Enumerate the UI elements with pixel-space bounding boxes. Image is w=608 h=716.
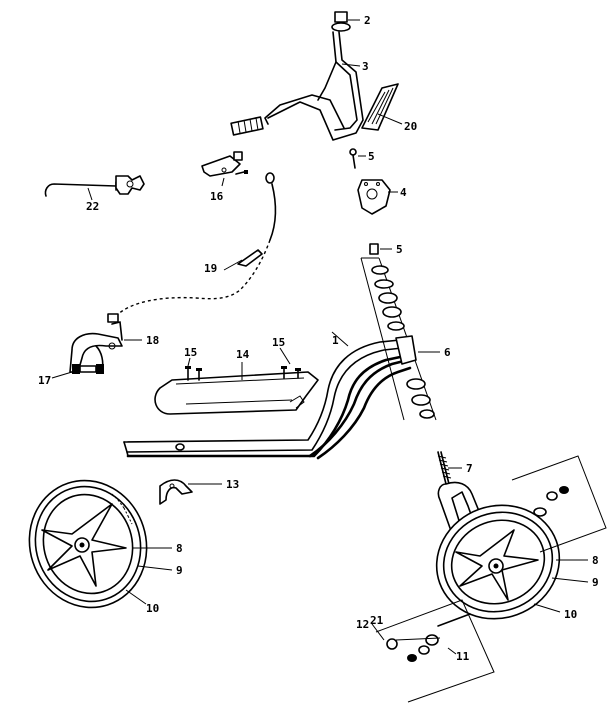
part-18-brake-caliper	[69, 313, 142, 373]
callout-6: 6	[444, 346, 451, 359]
part-1-frame	[123, 331, 417, 460]
callout-19: 19	[204, 262, 217, 275]
part-5-bolt-upper	[349, 148, 366, 169]
callout-15-right: 15	[272, 336, 285, 349]
part-5-bolt-lower	[369, 243, 392, 255]
callout-15-left: 15	[184, 346, 197, 359]
callout-20: 20	[404, 120, 417, 133]
callout-12: 12	[356, 618, 369, 631]
part-22-wrench	[44, 175, 145, 201]
rear-wheel	[28, 479, 173, 609]
part-2-top-cap	[331, 11, 360, 32]
callout-9-rear: 9	[176, 564, 183, 577]
front-axle-kit-lower	[371, 599, 495, 703]
callout-8-rear: 8	[176, 542, 183, 555]
callout-22: 22	[86, 200, 99, 213]
callout-14: 14	[236, 348, 250, 361]
callout-13: 13	[226, 478, 239, 491]
callout-1: 1	[332, 334, 339, 347]
callout-18: 18	[146, 334, 159, 347]
callout-21: 21	[370, 614, 384, 627]
callout-10-front: 10	[564, 608, 577, 621]
part-16-brake-lever	[201, 151, 248, 187]
part-13-bracket	[159, 479, 222, 505]
callout-11: 11	[456, 650, 470, 663]
callout-16: 16	[210, 190, 224, 203]
callout-17: 17	[38, 374, 51, 387]
part-15-deck-screws	[185, 347, 301, 381]
part-14-deck-plate	[154, 362, 319, 415]
callout-4: 4	[400, 186, 407, 199]
part-4-clamp	[357, 179, 398, 215]
part-19-brake-cable	[115, 172, 277, 317]
callout-7: 7	[466, 462, 473, 475]
callout-10-rear: 10	[146, 602, 159, 615]
part-20-pad	[361, 83, 403, 131]
callout-2: 2	[364, 14, 371, 27]
callout-5-lower: 5	[396, 243, 403, 256]
part-3-handlebar	[230, 31, 364, 141]
callout-3: 3	[362, 60, 369, 73]
front-axle-kit-upper	[511, 455, 607, 553]
front-wheel	[435, 504, 589, 620]
callout-5-upper: 5	[368, 150, 375, 163]
part-7-fork	[437, 451, 491, 557]
callout-8-front: 8	[592, 554, 599, 567]
callout-9-front: 9	[592, 576, 599, 589]
part-6-headset-bearing-stack	[360, 257, 440, 421]
part-17-brake-pads	[51, 364, 104, 379]
